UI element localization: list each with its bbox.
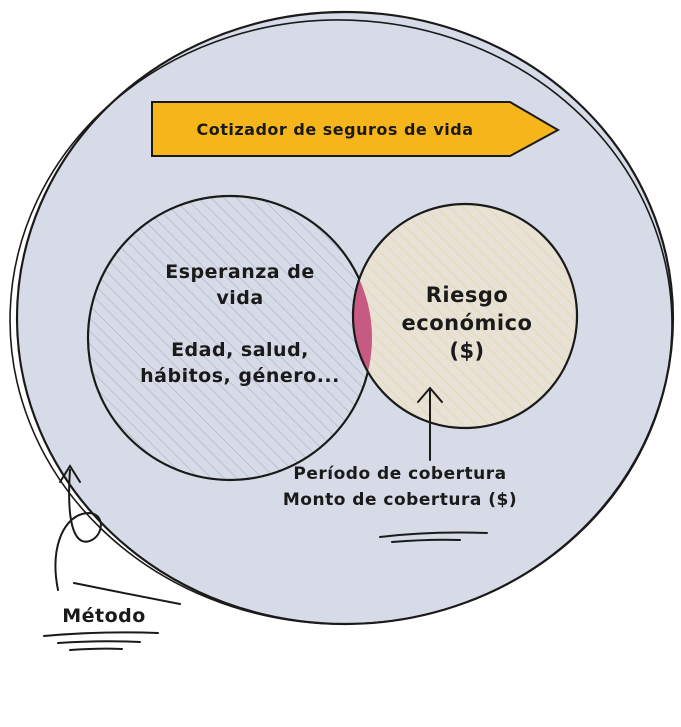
right-circle-outline: [351, 202, 579, 430]
coverage-line2: Monto de cobertura ($): [283, 490, 517, 510]
right-title-line2: económico: [402, 311, 533, 335]
right-title-line3: ($): [449, 339, 484, 363]
coverage-underline: [379, 531, 488, 543]
left-title-line1: Esperanza de: [165, 261, 314, 283]
method-arrow: [54, 464, 102, 591]
right-circle: [353, 204, 577, 428]
right-title-line1: Riesgo: [426, 283, 509, 307]
method-underline: [43, 582, 181, 651]
banner-label: Cotizador de seguros de vida: [197, 120, 474, 139]
coverage-line1: Período de cobertura: [293, 464, 506, 484]
left-circle: [86, 194, 374, 482]
left-detail-line1: Edad, salud,: [171, 339, 309, 361]
banner: Cotizador de seguros de vida: [151, 101, 561, 157]
method-label: Método: [62, 605, 146, 627]
left-title-line2: vida: [216, 287, 263, 309]
left-detail-line2: hábitos, género...: [140, 365, 340, 387]
coverage-arrow: [417, 386, 443, 461]
